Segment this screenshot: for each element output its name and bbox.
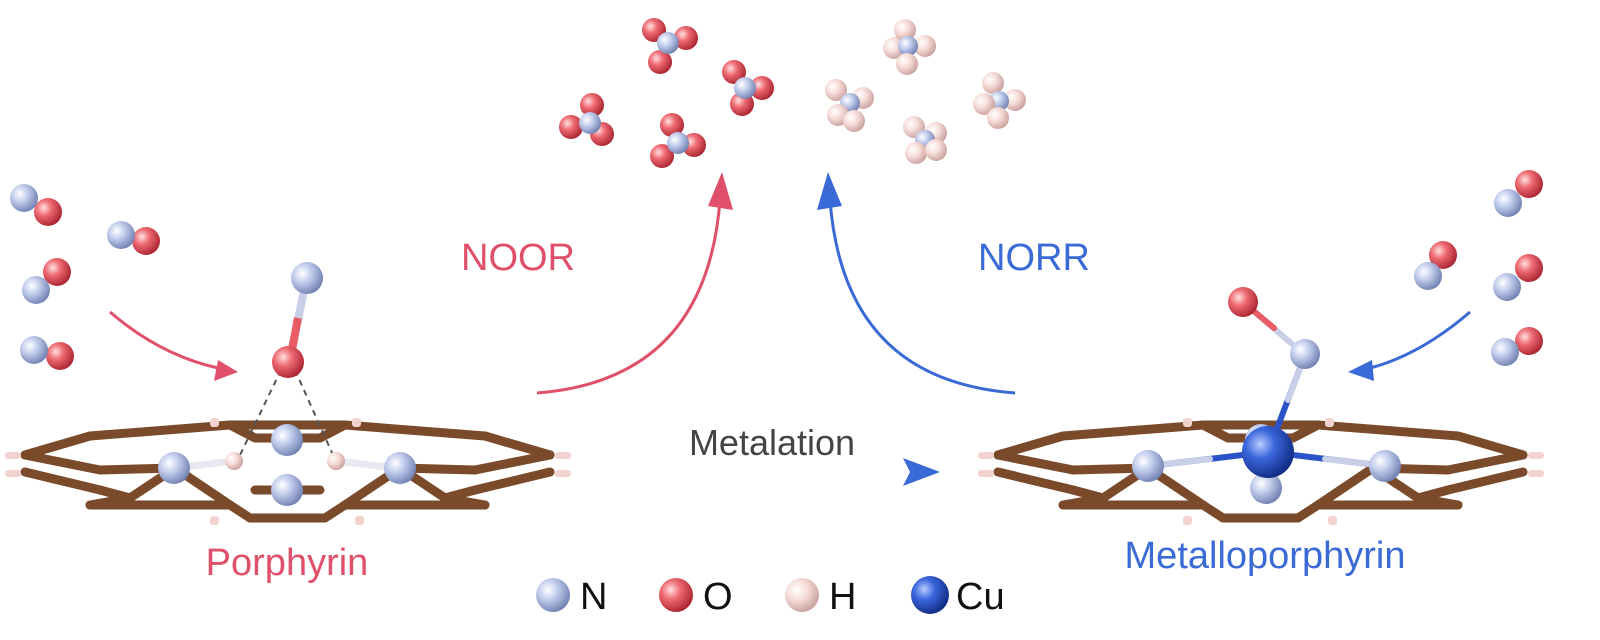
legend-label-cu: Cu (956, 576, 1005, 618)
no-molecule (107, 221, 160, 255)
arrowhead-icon (817, 172, 842, 210)
nitrogen-atom-icon (536, 578, 570, 612)
noor-label: NOOR (461, 237, 575, 279)
legend-item-h: H (785, 576, 856, 618)
legend-label-h: H (829, 576, 856, 618)
no-molecule (20, 336, 74, 370)
no-molecule (22, 258, 71, 304)
no-molecule (1493, 254, 1543, 301)
nitrate-molecules (559, 18, 774, 168)
no-molecule (1494, 170, 1543, 217)
arrowhead-icon (214, 360, 238, 381)
ammonia-molecule (973, 72, 1026, 129)
porphyrin-structure (5, 262, 571, 525)
legend-item-o: O (659, 576, 733, 618)
no-molecule (1414, 241, 1457, 290)
metalation-label: Metalation (689, 422, 855, 463)
right-approach-arrow (1369, 310, 1471, 370)
nitrate-molecule (642, 18, 698, 74)
arrowhead-icon (903, 458, 940, 486)
norr-label: NORR (978, 237, 1090, 279)
metalloporphyrin-label: Metalloporphyrin (1125, 535, 1406, 577)
ammonia-molecule (883, 19, 936, 75)
no-molecule (1491, 327, 1543, 366)
legend-item-n: N (536, 576, 607, 618)
legend-label-o: O (703, 576, 733, 618)
nitrate-molecule (722, 60, 774, 116)
no-molecules-left (10, 184, 160, 370)
arrowhead-icon (708, 172, 733, 210)
noor-arrow (536, 199, 722, 395)
legend: N O H Cu (536, 576, 1005, 618)
porphyrin-label: Porphyrin (206, 542, 369, 584)
arrows (109, 172, 1471, 486)
arrowhead-icon (1348, 360, 1374, 381)
copper-atom-icon (911, 576, 949, 614)
ammonia-molecules (825, 19, 1026, 164)
legend-item-cu: Cu (911, 576, 1005, 618)
nitrate-molecule (650, 113, 706, 168)
oxygen-atom-icon (659, 578, 693, 612)
hydrogen-atom-icon (785, 578, 819, 612)
ammonia-molecule (903, 116, 947, 164)
legend-label-n: N (580, 576, 607, 618)
metalloporphyrin-structure (978, 287, 1544, 525)
no-molecule (10, 184, 62, 226)
no-molecules-right (1414, 170, 1543, 366)
norr-arrow (828, 199, 1016, 395)
ammonia-molecule (825, 79, 874, 132)
nitrate-molecule (559, 93, 614, 146)
left-approach-arrow (109, 310, 219, 370)
